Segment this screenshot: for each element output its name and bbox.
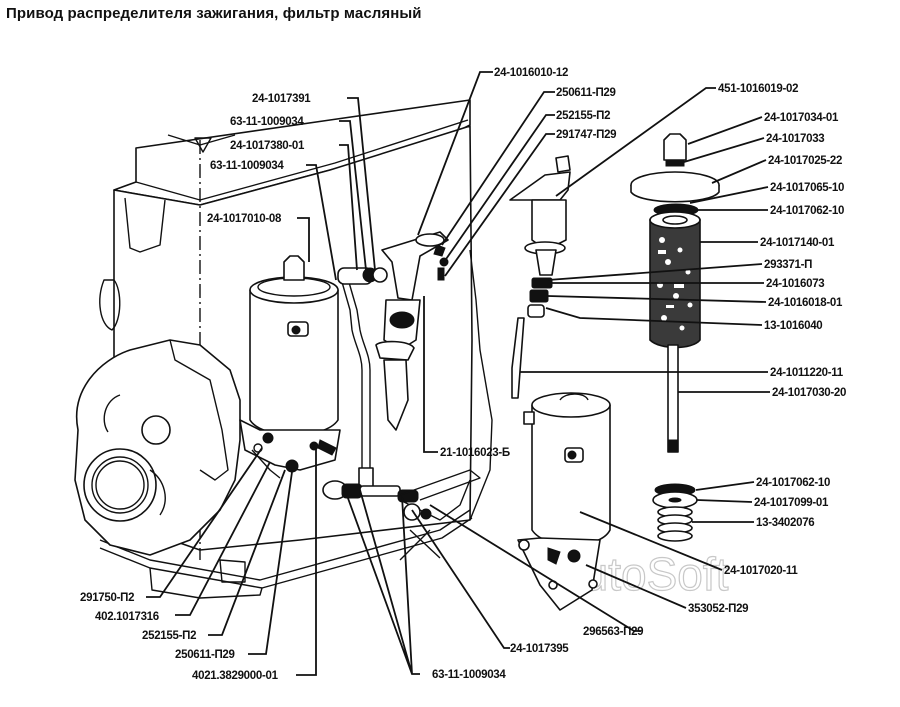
callout-252155-P2-top: 252155-П2 bbox=[556, 110, 610, 122]
callout-24-1017025-22: 24-1017025-22 bbox=[768, 155, 842, 167]
callout-296563-P29: 296563-П29 bbox=[583, 626, 643, 638]
bypass-valve-parts bbox=[652, 483, 698, 542]
oil-pipe bbox=[337, 267, 388, 489]
callout-24-1016073: 24-1016073 bbox=[766, 278, 824, 290]
callout-250611-P29-top: 250611-П29 bbox=[556, 87, 616, 99]
callout-24-1017395: 24-1017395 bbox=[510, 643, 569, 655]
callout-24-1017034-01: 24-1017034-01 bbox=[764, 112, 839, 124]
callout-24-1017391: 24-1017391 bbox=[252, 93, 311, 105]
oil-pump-drive-exploded bbox=[509, 155, 571, 399]
oil-filter-assembly-mounted bbox=[239, 255, 341, 479]
callout-24-1016018-01: 24-1016018-01 bbox=[768, 297, 843, 309]
callout-293371-P: 293371-П bbox=[764, 259, 812, 271]
callout-24-1017030-20: 24-1017030-20 bbox=[772, 387, 846, 399]
callout-250611-P29-bottom: 250611-П29 bbox=[175, 649, 235, 661]
callout-24-1017140-01: 24-1017140-01 bbox=[760, 237, 835, 249]
filter-element-exploded bbox=[630, 133, 720, 453]
callout-13-3402076: 13-3402076 bbox=[756, 517, 814, 529]
callout-24-1017062-10-top: 24-1017062-10 bbox=[770, 205, 844, 217]
callout-353052-P29: 353052-П29 bbox=[688, 603, 748, 615]
leader-lines bbox=[146, 71, 770, 676]
callout-24-1017010-08: 24-1017010-08 bbox=[207, 213, 282, 225]
callout-24-1017033: 24-1017033 bbox=[766, 133, 824, 145]
callout-24-1017065-10: 24-1017065-10 bbox=[770, 182, 844, 194]
timing-cover bbox=[74, 339, 241, 556]
callout-24-1017099-01: 24-1017099-01 bbox=[754, 497, 829, 509]
callout-252155-P2-bottom: 252155-П2 bbox=[142, 630, 196, 642]
callout-24-1017380-01: 24-1017380-01 bbox=[230, 140, 305, 152]
callout-21-1016023-B: 21-1016023-Б bbox=[440, 447, 510, 459]
diagram-title: Привод распределителя зажигания, фильтр … bbox=[6, 5, 422, 22]
filter-housing-exploded bbox=[517, 392, 611, 611]
distributor-drive-housing bbox=[375, 231, 449, 431]
callout-4021-3829000-01: 4021.3829000-01 bbox=[192, 670, 279, 682]
callout-13-1016040: 13-1016040 bbox=[764, 320, 822, 332]
callout-24-1017020-11: 24-1017020-11 bbox=[724, 565, 798, 577]
callout-24-1017062-10-bottom: 24-1017062-10 bbox=[756, 477, 830, 489]
callout-291747-P29: 291747-П29 bbox=[556, 129, 616, 141]
callout-24-1011220-11: 24-1011220-11 bbox=[770, 367, 844, 379]
callout-24-1016010-12: 24-1016010-12 bbox=[494, 67, 568, 79]
callout-63-11-1009034-a: 63-11-1009034 bbox=[230, 116, 304, 128]
callout-402-1017316: 402.1017316 bbox=[95, 611, 159, 623]
callout-labels: 24-1017391 63-11-1009034 24-1017380-01 6… bbox=[80, 67, 846, 682]
callout-63-11-1009034-b: 63-11-1009034 bbox=[210, 160, 284, 172]
callout-451-1016019-02: 451-1016019-02 bbox=[718, 83, 798, 95]
callout-291750-P2: 291750-П2 bbox=[80, 592, 134, 604]
callout-63-11-1009034-c: 63-11-1009034 bbox=[432, 669, 506, 681]
